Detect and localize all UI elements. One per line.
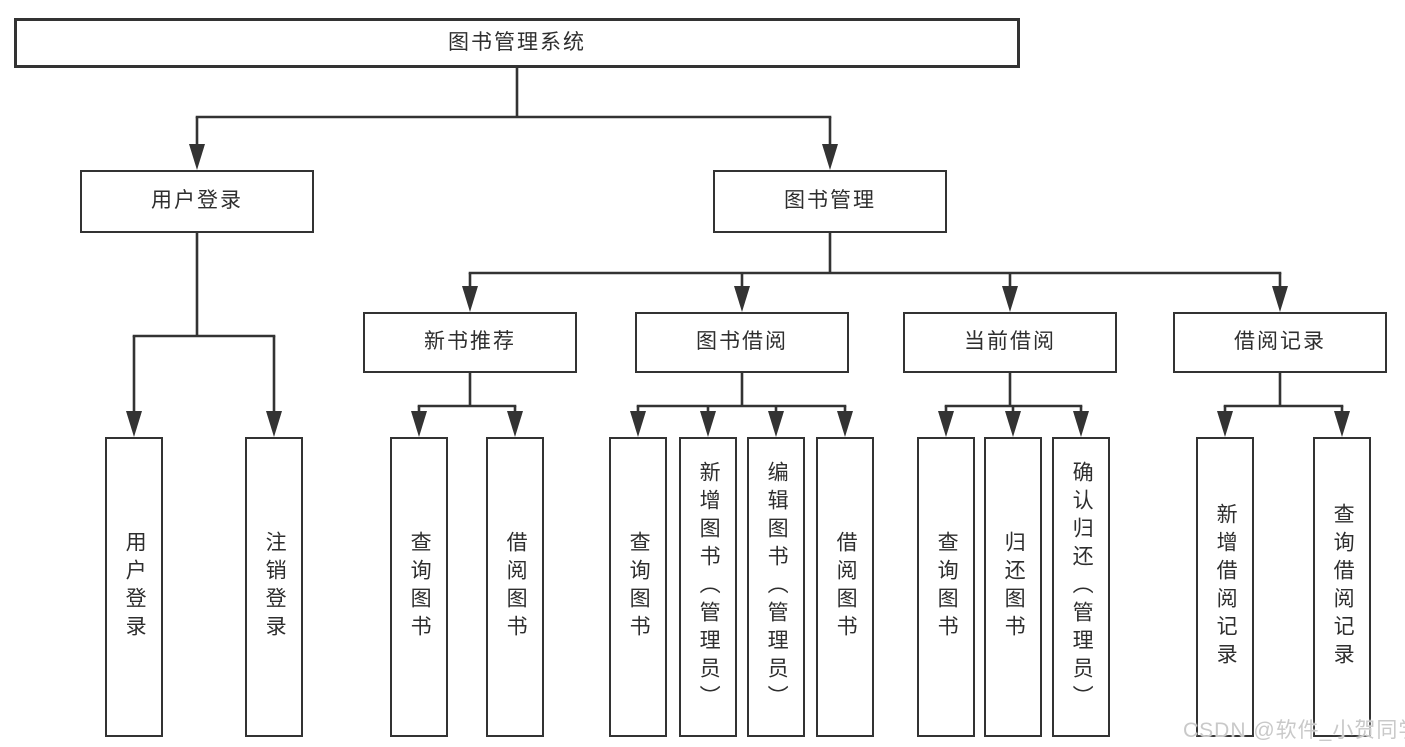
node-current-borrow: 当前借阅 bbox=[903, 312, 1117, 373]
node-book-borrow: 图书借阅 bbox=[635, 312, 849, 373]
arrowhead-icon bbox=[768, 411, 784, 437]
arrowhead-icon bbox=[507, 411, 523, 437]
connector-borrow-record-to-leaves bbox=[1217, 371, 1350, 437]
arrowhead-icon bbox=[734, 286, 750, 312]
node-leaf-user-login: 用户登录 bbox=[105, 437, 163, 737]
arrowhead-icon bbox=[630, 411, 646, 437]
node-label: 借阅图书 bbox=[504, 531, 528, 643]
arrowhead-icon bbox=[938, 411, 954, 437]
node-root: 图书管理系统 bbox=[14, 18, 1020, 68]
node-leaf-confirm-return: 确认归还（管理员） bbox=[1052, 437, 1110, 737]
arrowhead-icon bbox=[837, 411, 853, 437]
node-leaf-borrow-book-1: 借阅图书 bbox=[486, 437, 544, 737]
connector-book-mgmt-to-level3 bbox=[462, 231, 1288, 312]
arrowhead-icon bbox=[1272, 286, 1288, 312]
node-label: 借阅图书 bbox=[834, 531, 858, 643]
connector-current-borrow-to-leaves bbox=[938, 371, 1089, 437]
node-label: 编辑图书（管理员） bbox=[765, 461, 789, 713]
watermark: CSDN @软件_小贺同学 bbox=[1183, 719, 1405, 742]
node-label: 归还图书 bbox=[1002, 531, 1026, 643]
node-leaf-borrow-book-2: 借阅图书 bbox=[816, 437, 874, 737]
node-leaf-add-book: 新增图书（管理员） bbox=[679, 437, 737, 737]
node-leaf-query-borrow-rec: 查询借阅记录 bbox=[1313, 437, 1371, 737]
connector-user-login-to-leaves bbox=[126, 231, 282, 437]
node-label: 图书管理系统 bbox=[448, 30, 586, 54]
node-label: 确认归还（管理员） bbox=[1070, 461, 1094, 713]
node-label: 新书推荐 bbox=[424, 330, 516, 354]
node-label: 新增图书（管理员） bbox=[697, 461, 721, 713]
node-leaf-edit-book: 编辑图书（管理员） bbox=[747, 437, 805, 737]
node-label: 注销登录 bbox=[263, 531, 287, 643]
node-label: 查询借阅记录 bbox=[1331, 503, 1355, 671]
node-book-mgmt: 图书管理 bbox=[713, 170, 947, 233]
arrowhead-icon bbox=[411, 411, 427, 437]
node-new-book-rec: 新书推荐 bbox=[363, 312, 577, 373]
connector-book-borrow-to-leaves bbox=[630, 371, 853, 437]
node-label: 用户登录 bbox=[123, 531, 147, 643]
node-label: 查询图书 bbox=[408, 531, 432, 643]
arrowhead-icon bbox=[700, 411, 716, 437]
node-leaf-query-book-3: 查询图书 bbox=[917, 437, 975, 737]
node-leaf-return-book: 归还图书 bbox=[984, 437, 1042, 737]
arrowhead-icon bbox=[1073, 411, 1089, 437]
arrowhead-icon bbox=[189, 144, 205, 170]
node-label: 用户登录 bbox=[151, 189, 243, 213]
arrowhead-icon bbox=[1002, 286, 1018, 312]
arrowhead-icon bbox=[1217, 411, 1233, 437]
arrowhead-icon bbox=[462, 286, 478, 312]
arrowhead-icon bbox=[822, 144, 838, 170]
arrowhead-icon bbox=[1005, 411, 1021, 437]
connector-root-to-level2 bbox=[189, 66, 838, 170]
node-label: 图书借阅 bbox=[696, 330, 788, 354]
node-leaf-logout: 注销登录 bbox=[245, 437, 303, 737]
connector-new-book-rec-to-leaves bbox=[411, 371, 523, 437]
node-label: 查询图书 bbox=[627, 531, 651, 643]
node-leaf-query-book-2: 查询图书 bbox=[609, 437, 667, 737]
arrowhead-icon bbox=[126, 411, 142, 437]
node-label: 借阅记录 bbox=[1234, 330, 1326, 354]
node-label: 新增借阅记录 bbox=[1214, 503, 1238, 671]
node-label: 图书管理 bbox=[784, 189, 876, 213]
node-label: 当前借阅 bbox=[964, 330, 1056, 354]
arrowhead-icon bbox=[266, 411, 282, 437]
node-leaf-add-borrow-rec: 新增借阅记录 bbox=[1196, 437, 1254, 737]
node-borrow-record: 借阅记录 bbox=[1173, 312, 1387, 373]
node-label: 查询图书 bbox=[935, 531, 959, 643]
arrowhead-icon bbox=[1334, 411, 1350, 437]
node-leaf-query-book-1: 查询图书 bbox=[390, 437, 448, 737]
node-user-login: 用户登录 bbox=[80, 170, 314, 233]
